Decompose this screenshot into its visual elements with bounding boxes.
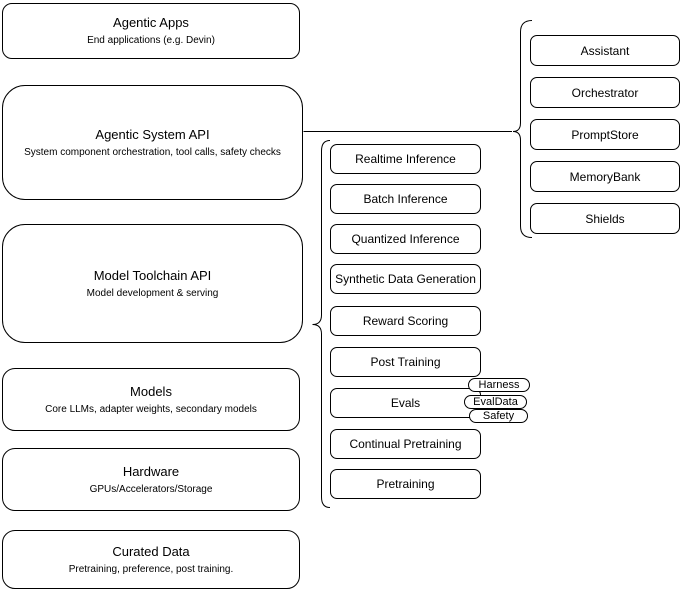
node-agentic-apps: Agentic Apps End applications (e.g. Devi… xyxy=(2,3,300,59)
node-label: MemoryBank xyxy=(569,169,641,184)
node-label: Synthetic Data Generation xyxy=(335,272,476,286)
node-label: Pretraining xyxy=(376,477,435,491)
node-label: Post Training xyxy=(370,355,441,369)
node-label: Assistant xyxy=(580,43,630,58)
pill-label: EvalData xyxy=(473,396,518,408)
node-reward-scoring: Reward Scoring xyxy=(330,306,481,336)
node-subtitle: Pretraining, preference, post training. xyxy=(68,563,234,575)
node-model-toolchain-api: Model Toolchain API Model development & … xyxy=(2,224,303,343)
node-orchestrator: Orchestrator xyxy=(530,77,680,108)
node-curated-data: Curated Data Pretraining, preference, po… xyxy=(2,530,300,589)
node-subtitle: Model development & serving xyxy=(86,287,219,299)
pill-label: Harness xyxy=(478,379,520,391)
node-quantized-inference: Quantized Inference xyxy=(330,224,481,254)
pill-harness: Harness xyxy=(468,378,530,392)
node-title: Curated Data xyxy=(112,543,190,559)
node-synthetic-data-generation: Synthetic Data Generation xyxy=(330,264,481,294)
node-label: Continual Pretraining xyxy=(349,437,462,451)
node-title: Models xyxy=(130,383,172,399)
node-subtitle: End applications (e.g. Devin) xyxy=(87,35,215,46)
node-subtitle: Core LLMs, adapter weights, secondary mo… xyxy=(45,403,257,415)
node-agentic-system-api: Agentic System API System component orch… xyxy=(2,85,303,200)
pill-safety: Safety xyxy=(469,409,528,423)
node-realtime-inference: Realtime Inference xyxy=(330,144,481,174)
node-label: Orchestrator xyxy=(571,85,639,100)
node-batch-inference: Batch Inference xyxy=(330,184,481,214)
node-promptstore: PromptStore xyxy=(530,119,680,150)
node-label: Realtime Inference xyxy=(355,152,456,166)
node-title: Hardware xyxy=(122,463,180,479)
node-title: Model Toolchain API xyxy=(93,267,212,283)
node-label: Reward Scoring xyxy=(362,314,449,328)
node-title: Agentic Apps xyxy=(113,15,189,30)
node-hardware: Hardware GPUs/Accelerators/Storage xyxy=(2,448,300,511)
node-label: Shields xyxy=(585,211,625,226)
node-evals: Evals xyxy=(330,388,481,418)
node-label: Batch Inference xyxy=(363,192,448,206)
node-assistant: Assistant xyxy=(530,35,680,66)
node-subtitle: GPUs/Accelerators/Storage xyxy=(89,483,213,495)
node-pretraining: Pretraining xyxy=(330,469,481,499)
node-post-training: Post Training xyxy=(330,347,481,377)
node-memorybank: MemoryBank xyxy=(530,161,680,192)
node-continual-pretraining: Continual Pretraining xyxy=(330,429,481,459)
toolchain-brace xyxy=(312,140,331,508)
node-subtitle: System component orchestration, tool cal… xyxy=(24,146,281,158)
node-shields: Shields xyxy=(530,203,680,234)
pill-label: Safety xyxy=(482,410,515,422)
node-title: Agentic System API xyxy=(95,126,210,142)
node-models: Models Core LLMs, adapter weights, secon… xyxy=(2,368,300,431)
node-label: Evals xyxy=(390,396,421,410)
node-label: Quantized Inference xyxy=(351,232,460,246)
pill-evaldata: EvalData xyxy=(464,395,527,409)
node-label: PromptStore xyxy=(571,127,639,142)
